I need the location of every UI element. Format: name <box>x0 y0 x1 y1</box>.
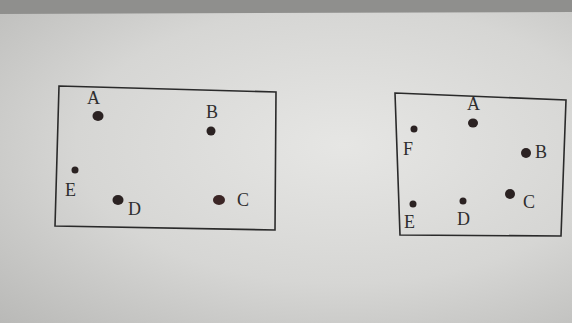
point-letter: B <box>535 143 547 161</box>
point-letter: C <box>237 191 249 209</box>
photo-edge <box>0 0 572 14</box>
dot <box>411 126 418 133</box>
right-rectangle <box>395 93 566 236</box>
point-letter: F <box>403 140 413 158</box>
dot <box>72 167 79 174</box>
dot <box>521 148 531 158</box>
dot <box>460 198 467 205</box>
dot <box>207 127 216 136</box>
point-letter: D <box>128 200 141 218</box>
point-letter: D <box>457 210 470 228</box>
dot <box>505 189 515 199</box>
left-rectangle <box>55 86 276 230</box>
point-letter: A <box>467 95 480 113</box>
dot <box>213 195 225 205</box>
point-letter: E <box>404 213 415 231</box>
dot <box>410 201 417 208</box>
point-letter: A <box>87 89 100 107</box>
dot <box>93 111 104 121</box>
point-letter: B <box>206 103 218 121</box>
point-letter: E <box>65 181 76 199</box>
point-letter: C <box>523 193 535 211</box>
dot <box>113 195 124 205</box>
dot <box>468 119 478 128</box>
dots <box>72 111 532 208</box>
